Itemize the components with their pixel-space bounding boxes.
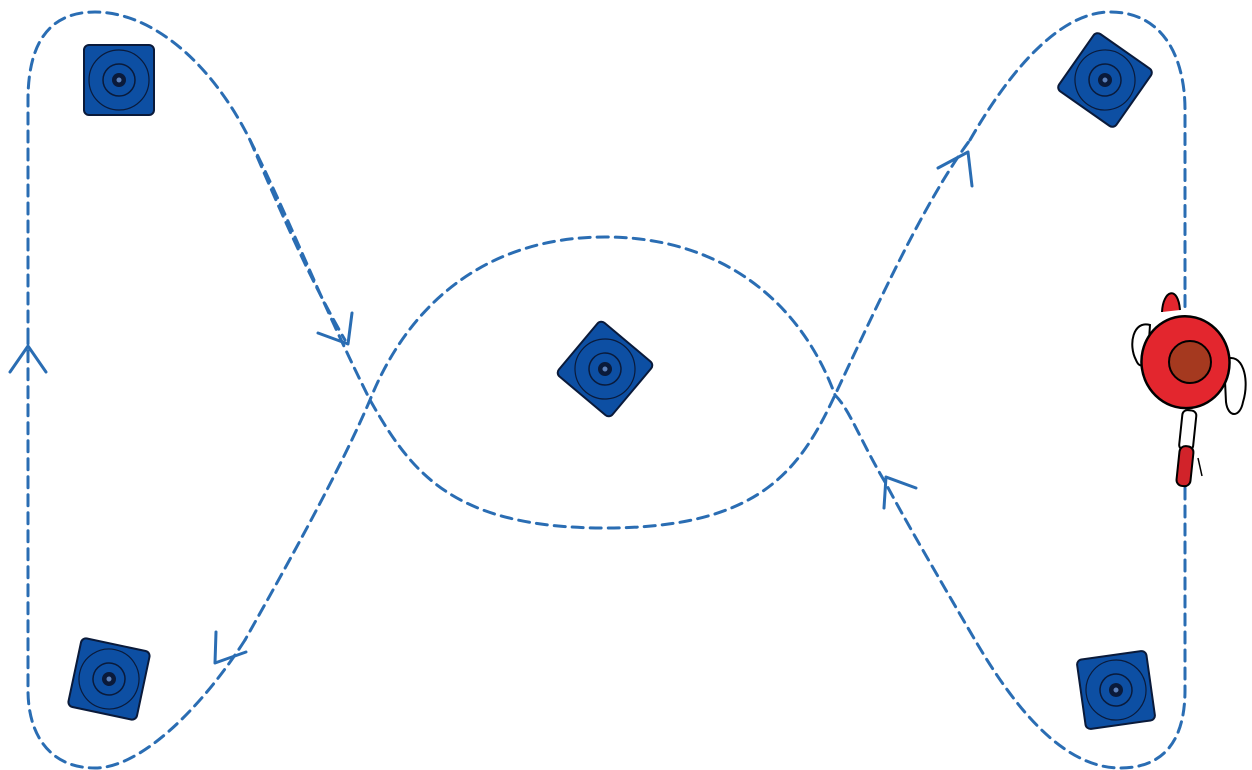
path-left-loop [28, 12, 970, 528]
arrow-up-left [884, 477, 916, 508]
direction-arrows [10, 152, 972, 663]
path-center-cross [245, 237, 885, 640]
cone-top-left [84, 45, 154, 115]
path-right-bottom [885, 470, 1185, 768]
cone-top-right [1056, 31, 1153, 128]
cone-center [556, 320, 655, 419]
player-figure [1132, 293, 1245, 487]
cone-bottom-right [1076, 650, 1155, 729]
cone-bottom-left [67, 637, 150, 720]
cones [67, 31, 1155, 729]
